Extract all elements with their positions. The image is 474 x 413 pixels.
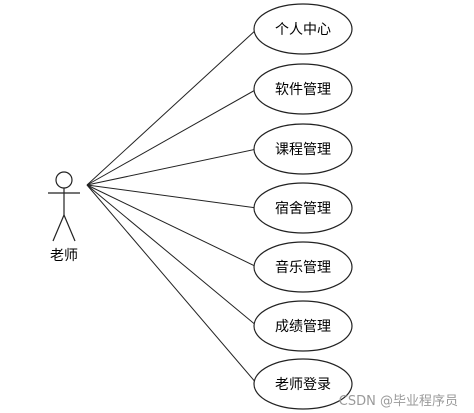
use-case-ellipse bbox=[253, 123, 353, 175]
use-case-label: 宿舍管理 bbox=[275, 200, 331, 217]
use-case-ellipse bbox=[253, 63, 353, 115]
actor-left-leg bbox=[52, 214, 65, 242]
association-lines bbox=[86, 28, 258, 385]
use-cases: 个人中心 软件管理 课程管理 宿舍管理 音乐管理 成绩管理 老师登录 bbox=[253, 3, 353, 410]
use-case-ellipse bbox=[253, 3, 353, 55]
use-case-label: 成绩管理 bbox=[275, 319, 331, 335]
use-case-ellipse bbox=[253, 358, 353, 410]
use-case-label: 音乐管理 bbox=[275, 259, 331, 276]
watermark-text: CSDN @毕业程序员 bbox=[338, 394, 458, 409]
use-case-label: 课程管理 bbox=[275, 142, 331, 158]
use-case-label: 软件管理 bbox=[275, 82, 331, 98]
use-case-label: 老师登录 bbox=[275, 377, 331, 393]
use-case-grade-management: 成绩管理 bbox=[253, 300, 353, 352]
actor-right-leg bbox=[63, 214, 76, 242]
association-line-1 bbox=[86, 28, 258, 186]
use-case-software-management: 软件管理 bbox=[253, 63, 353, 115]
actor-head bbox=[55, 171, 73, 189]
association-line-4 bbox=[86, 184, 258, 209]
use-case-course-management: 课程管理 bbox=[253, 123, 353, 175]
association-line-7 bbox=[86, 184, 258, 385]
use-case-dormitory-management: 宿舍管理 bbox=[253, 182, 353, 234]
association-line-3 bbox=[86, 148, 258, 186]
association-line-6 bbox=[86, 184, 258, 327]
use-case-ellipse bbox=[253, 182, 353, 234]
use-case-music-management: 音乐管理 bbox=[253, 241, 353, 293]
use-case-teacher-login: 老师登录 bbox=[253, 358, 353, 410]
actor-teacher: 老师 bbox=[48, 171, 80, 264]
association-line-5 bbox=[86, 184, 258, 268]
association-line-2 bbox=[86, 88, 258, 186]
use-case-personal-center: 个人中心 bbox=[253, 3, 353, 55]
use-case-label: 个人中心 bbox=[275, 22, 331, 38]
use-case-ellipse bbox=[253, 241, 353, 293]
use-case-ellipse bbox=[253, 300, 353, 352]
actor-label: 老师 bbox=[50, 248, 78, 264]
